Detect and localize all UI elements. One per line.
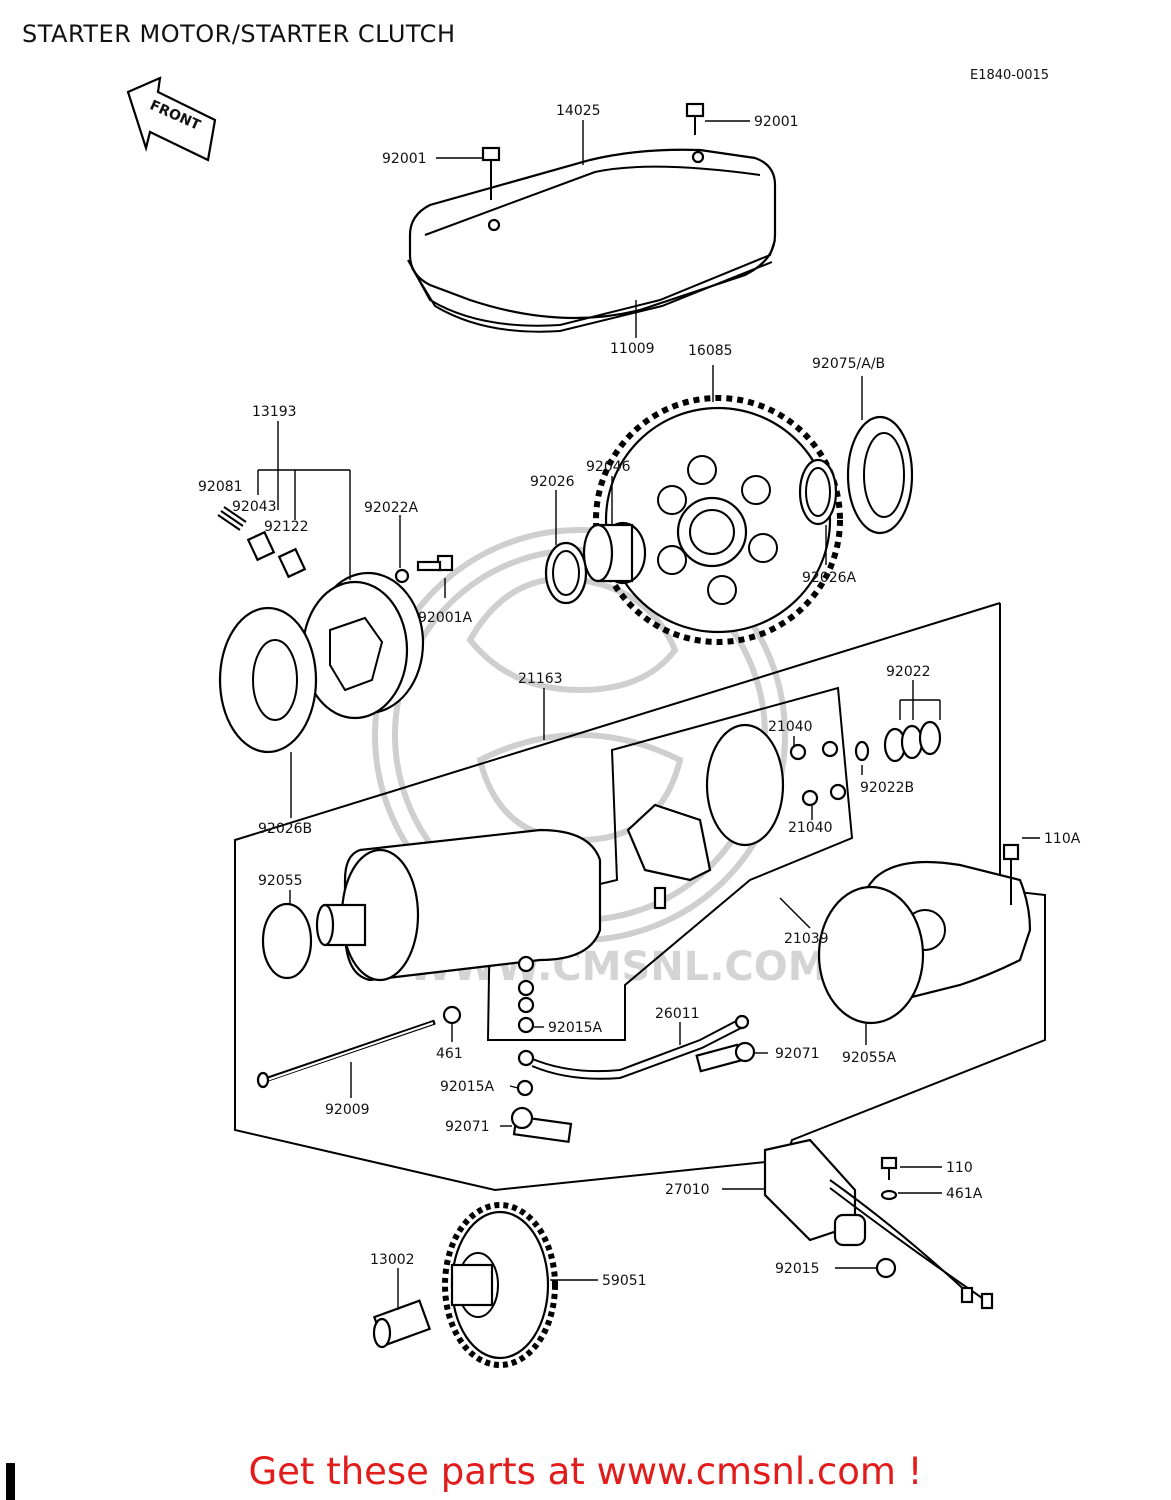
label-21039: 21039 [784, 931, 829, 947]
label-92001-left: 92001 [382, 151, 427, 167]
washer-461A [880, 1189, 898, 1201]
nut-stack-92015A [517, 955, 535, 1034]
bearing-92046 [582, 521, 647, 585]
washer-92075 [846, 415, 914, 535]
spring-92043 [217, 506, 247, 531]
page-title: STARTER MOTOR/STARTER CLUTCH [22, 20, 456, 48]
label-11009: 11009 [610, 341, 655, 357]
washer-92026A [798, 458, 838, 526]
label-92015A-bot: 92015A [440, 1079, 495, 1095]
label-27010: 27010 [665, 1182, 710, 1198]
label-14025: 14025 [556, 103, 601, 119]
label-92022A: 92022A [364, 500, 419, 516]
label-92026A: 92026A [802, 570, 857, 586]
gasket-11009 [407, 239, 776, 333]
footer-mark [6, 1463, 15, 1500]
label-92015: 92015 [775, 1261, 820, 1277]
terminal-92071-right [695, 1041, 756, 1073]
bolt-110A [1002, 843, 1020, 905]
label-92043: 92043 [232, 499, 277, 515]
label-92001A: 92001A [418, 610, 473, 626]
plate-92026B [218, 606, 318, 754]
sleeve-13002 [372, 1299, 432, 1349]
label-92001-right: 92001 [754, 114, 799, 130]
bolt-92001A [394, 554, 454, 584]
label-92026B: 92026B [258, 821, 312, 837]
pin-92122 [246, 530, 307, 579]
footer-cta-link[interactable]: Get these parts at www.cmsnl.com ! [248, 1450, 923, 1493]
label-16085: 16085 [688, 343, 733, 359]
label-59051: 59051 [602, 1273, 647, 1289]
label-92009: 92009 [325, 1102, 370, 1118]
label-92046: 92046 [586, 459, 631, 475]
nut-92015A-bot [516, 1079, 534, 1097]
motor-body [315, 828, 602, 982]
label-461A: 461A [946, 1186, 983, 1202]
label-110: 110 [946, 1160, 973, 1176]
label-92055: 92055 [258, 873, 303, 889]
label-92075: 92075/A/B [812, 356, 885, 372]
oring-92055A [817, 885, 925, 1025]
nut-21040-top [789, 740, 839, 761]
washer-92026 [544, 541, 588, 605]
diagram-code: E1840-0015 [970, 68, 1050, 83]
bolt-92001-right [685, 102, 705, 135]
label-13002: 13002 [370, 1252, 415, 1268]
leader-lines [257, 120, 1040, 1310]
label-92055A: 92055A [842, 1050, 897, 1066]
label-92081: 92081 [198, 479, 243, 495]
label-92022B: 92022B [860, 780, 914, 796]
label-92122: 92122 [264, 519, 309, 535]
label-92015A-top: 92015A [548, 1020, 603, 1036]
terminal-92071-left [510, 1106, 573, 1144]
relay-27010 [763, 1138, 994, 1310]
bolt-92001-left [481, 146, 501, 200]
washers-92022 [854, 720, 942, 763]
nut-461 [442, 1005, 462, 1025]
gear-59051 [442, 1202, 558, 1368]
label-21040-bot: 21040 [788, 820, 833, 836]
label-92026: 92026 [530, 474, 575, 490]
cable-26011 [517, 1014, 750, 1080]
cover-14025 [408, 148, 777, 320]
front-arrow: FRONT [126, 76, 217, 162]
label-461: 461 [436, 1046, 463, 1062]
label-13193: 13193 [252, 404, 297, 420]
label-26011: 26011 [655, 1006, 700, 1022]
label-92022: 92022 [886, 664, 931, 680]
label-92071-left: 92071 [445, 1119, 490, 1135]
label-110A: 110A [1044, 831, 1081, 847]
label-21040-top: 21040 [768, 719, 813, 735]
bolt-92009 [256, 1019, 436, 1089]
part-labels: 92001 14025 92001 11009 16085 92075/A/B … [198, 103, 1081, 1289]
gear-16085 [593, 395, 843, 645]
nut-92015 [875, 1257, 897, 1279]
oring-92055 [261, 902, 313, 980]
clutch-13193 [301, 571, 425, 720]
label-92071-right: 92071 [775, 1046, 820, 1062]
brush-holder [626, 723, 785, 910]
bolt-110 [880, 1156, 898, 1180]
label-21163: 21163 [518, 671, 563, 687]
nut-21040-bot [801, 783, 847, 807]
